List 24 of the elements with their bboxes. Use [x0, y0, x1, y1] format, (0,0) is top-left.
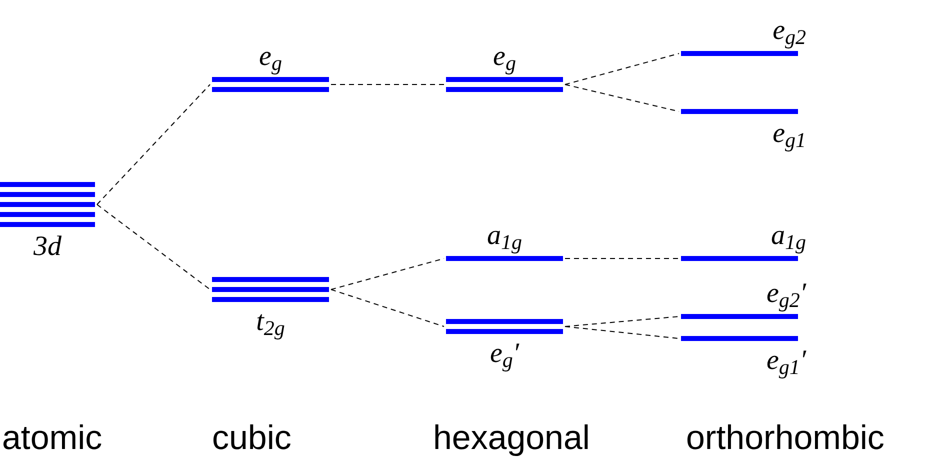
dashed-connector — [96, 204, 210, 290]
level-label: e$_{g1}$′ — [765, 345, 806, 377]
dashed-connector — [330, 258, 444, 290]
phase-label: cubic — [212, 418, 292, 458]
level-label: t$_{2g}$ — [255, 306, 286, 338]
dashed-connector — [564, 316, 680, 327]
dashed-connector — [564, 326, 680, 339]
dashed-connector — [330, 289, 444, 327]
level-label: e$_{g2}$ — [772, 15, 806, 47]
level-label: e$_{g}$ — [492, 41, 517, 73]
level-label: 3d — [32, 231, 62, 263]
phase-label: atomic — [2, 418, 102, 458]
level-label: e$_{g2}$′ — [765, 278, 806, 310]
level-label: a$_{1g}$ — [486, 220, 523, 252]
dashed-connector — [96, 84, 210, 205]
dashed-connector — [564, 53, 680, 85]
dashed-connector — [330, 84, 444, 85]
level-label: e$_{g}$ — [258, 41, 283, 73]
dashed-connector — [564, 258, 680, 259]
phase-label: orthorhombic — [686, 418, 884, 458]
level-label: e$_{g}$′ — [488, 338, 520, 370]
level-label: e$_{g1}$ — [772, 118, 806, 150]
level-label: a$_{1g}$ — [770, 220, 806, 252]
phase-label: hexagonal — [433, 418, 590, 458]
